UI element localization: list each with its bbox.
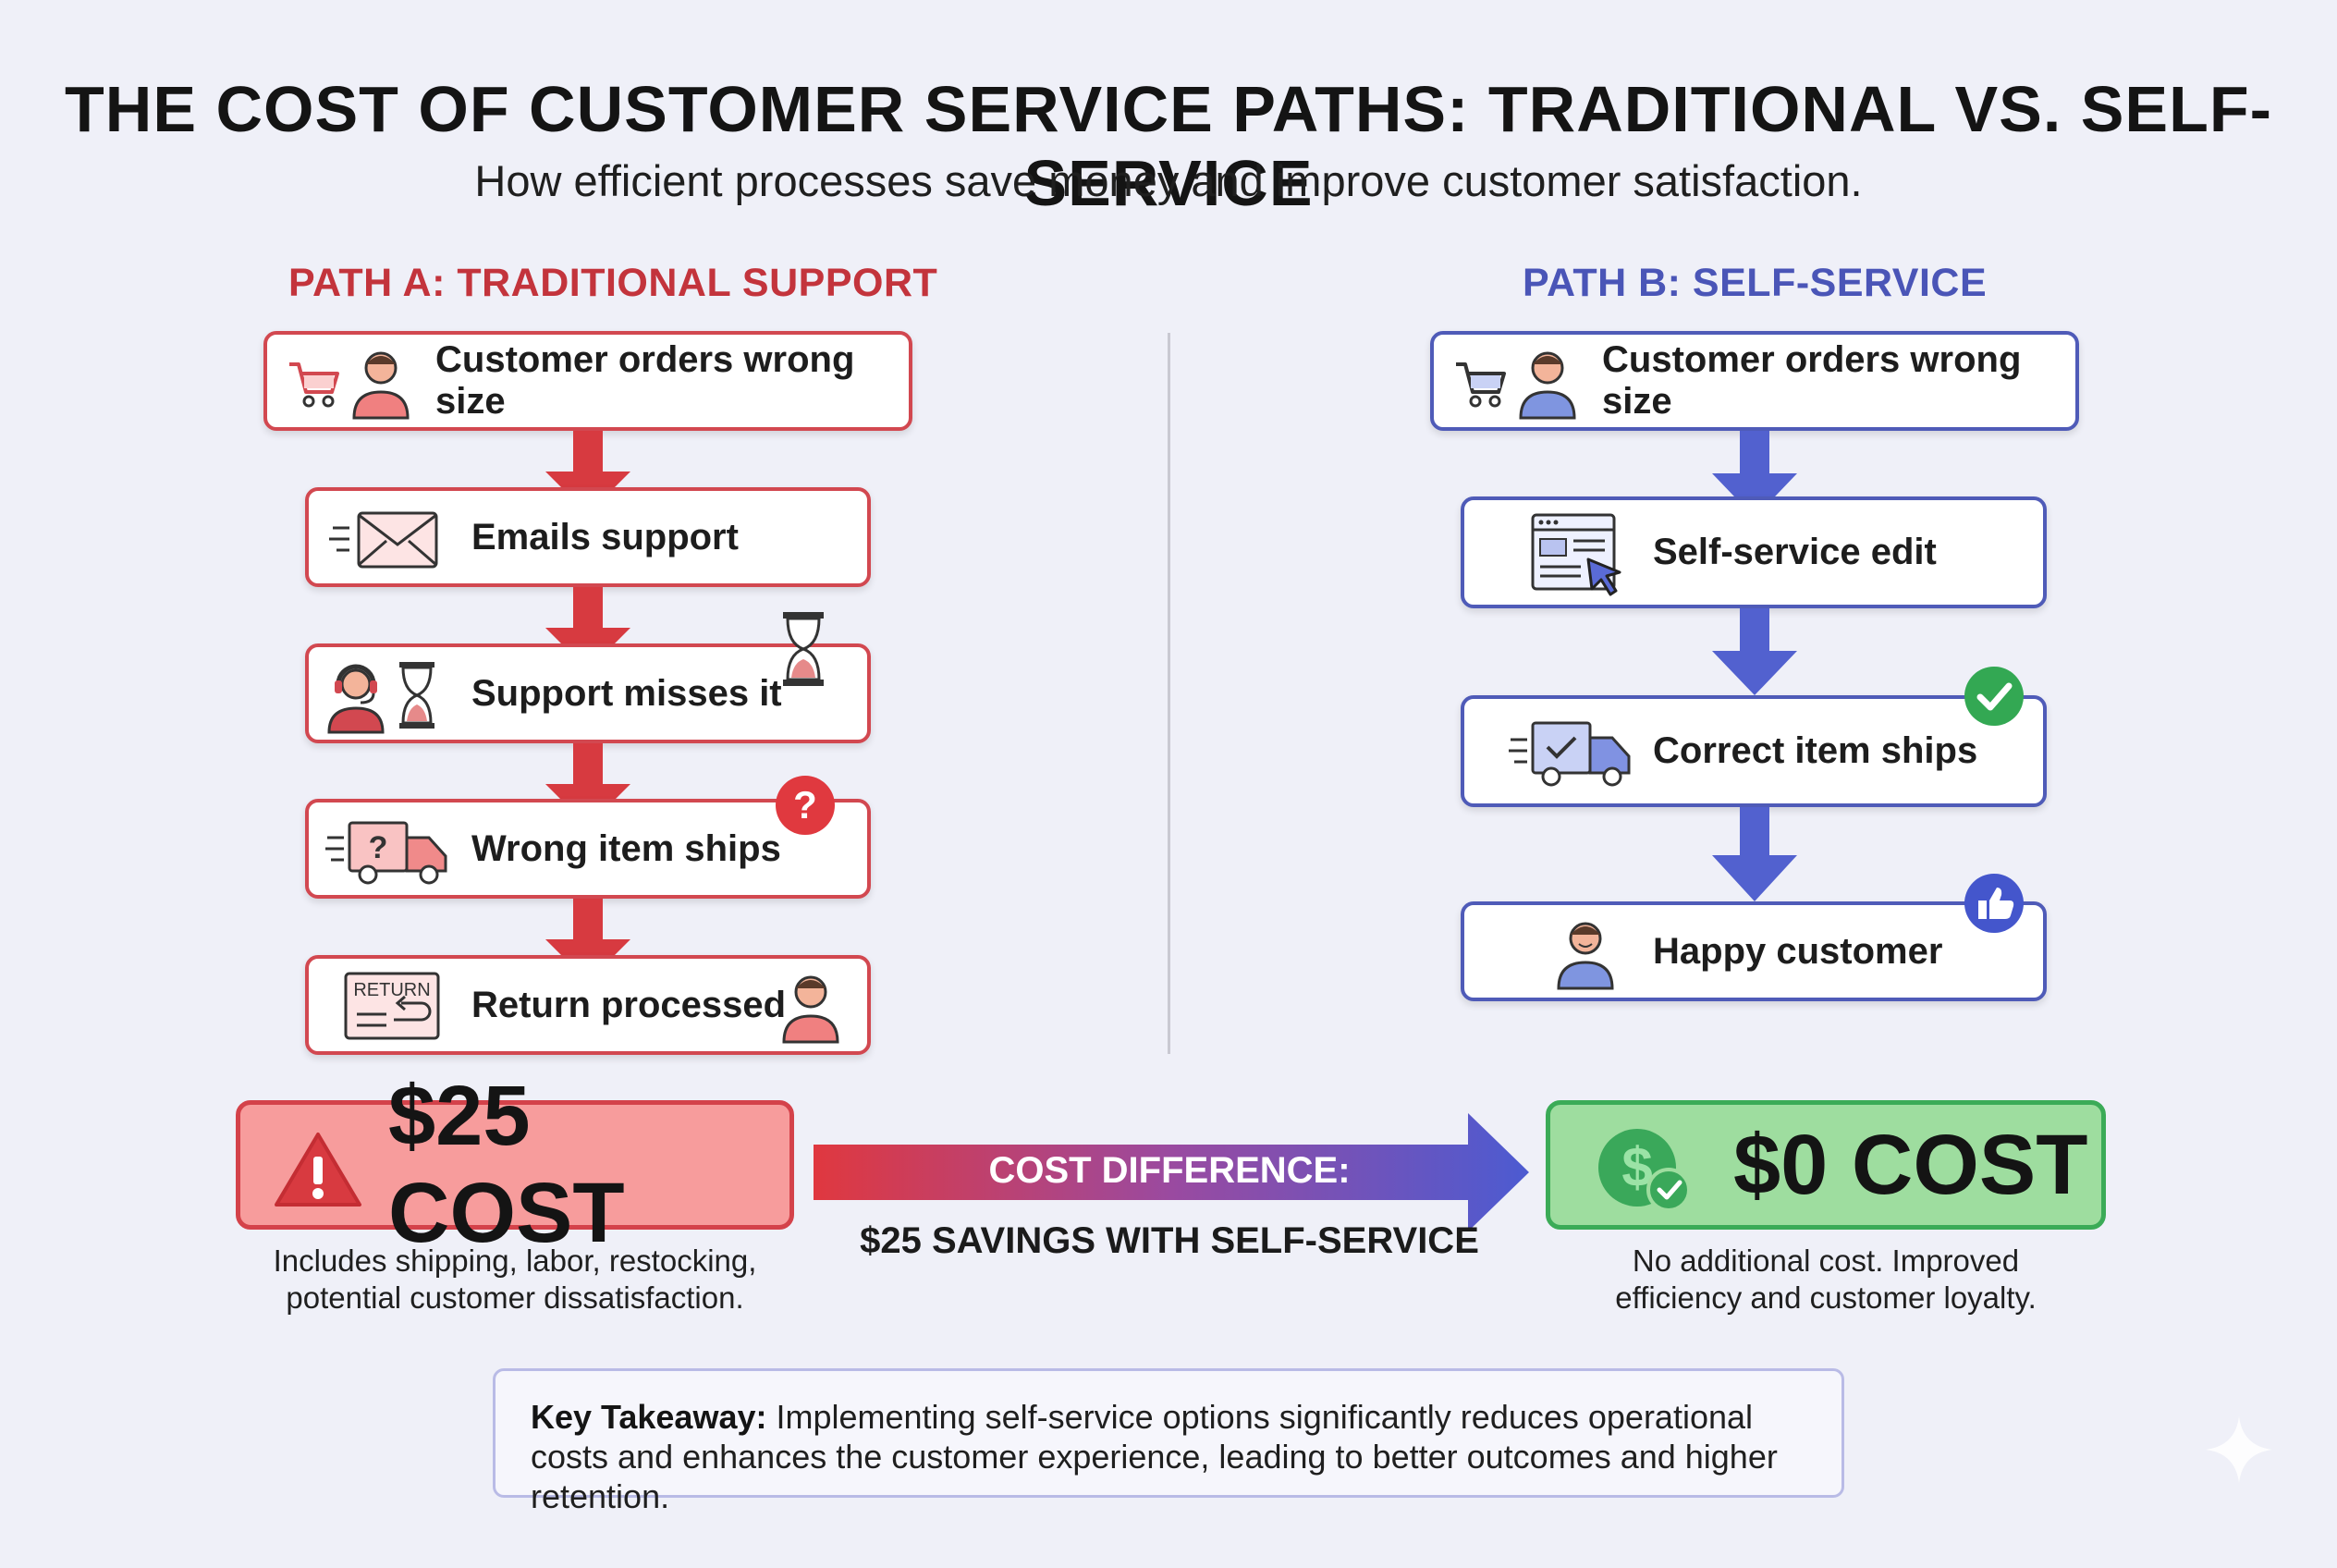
customer-avatar-icon xyxy=(778,970,843,1048)
path-a-cost-note-line2: potential customer dissatisfaction. xyxy=(286,1280,744,1315)
support-agent-icon xyxy=(325,656,386,739)
path-a-step-missed-label: Support misses it xyxy=(471,672,782,714)
path-b-step-edit-label: Self-service edit xyxy=(1653,532,1937,572)
return-tag-text: RETURN xyxy=(353,980,430,1000)
key-takeaway-body: Implementing self-service options signif… xyxy=(531,1398,1778,1515)
hourglass-icon xyxy=(396,660,438,735)
path-a-step-return-label: Return processed xyxy=(471,984,787,1025)
path-b-step-happy-label: Happy customer xyxy=(1653,930,1943,972)
return-label-icon: RETURN xyxy=(344,972,442,1047)
path-a-step-email-label: Emails support xyxy=(471,516,739,557)
path-b-heading: PATH B: SELF-SERVICE xyxy=(1523,261,1988,305)
cost-difference-label: COST DIFFERENCE: xyxy=(988,1150,1351,1191)
path-a-step-wrong-ship-label: Wrong item ships xyxy=(471,827,781,869)
warning-icon xyxy=(274,1131,362,1213)
customer-avatar-icon xyxy=(1515,346,1580,424)
customer-avatar-icon xyxy=(349,346,413,424)
cost-difference-savings: $25 SAVINGS WITH SELF-SERVICE xyxy=(860,1220,1479,1261)
path-a-arrow-1 xyxy=(542,431,634,516)
path-b-cost-note-line1: No additional cost. Improved xyxy=(1632,1243,2020,1278)
path-a-arrow-4 xyxy=(542,899,634,984)
key-takeaway-box: Key Takeaway: Implementing self-service … xyxy=(493,1368,1844,1515)
path-a-arrow-3 xyxy=(542,743,634,828)
svg-text:?: ? xyxy=(369,830,388,865)
svg-text:?: ? xyxy=(793,783,817,827)
truck-question-icon: ? xyxy=(325,817,451,892)
question-badge-icon: ? xyxy=(773,773,838,842)
path-b-arrow-1 xyxy=(1708,431,1801,520)
envelope-icon xyxy=(329,508,440,577)
browser-cursor-icon xyxy=(1531,513,1627,606)
path-b-step-order-label: Customer orders wrong size xyxy=(1602,339,2022,422)
path-a-heading: PATH A: TRADITIONAL SUPPORT xyxy=(288,261,938,305)
path-b-step-correct-ship-label: Correct item ships xyxy=(1653,730,1978,771)
happy-customer-avatar-icon xyxy=(1553,916,1618,995)
path-b-arrow-3 xyxy=(1708,807,1801,903)
path-b-step-happy: Happy customer xyxy=(1461,901,2047,1001)
path-b-cost-box: $ $0 COST xyxy=(1546,1100,2106,1230)
key-takeaway-lead: Key Takeaway: xyxy=(531,1398,767,1436)
path-b-cost-note-line2: efficiency and customer loyalty. xyxy=(1615,1280,2037,1315)
path-a-cost: $25 COST xyxy=(388,1069,625,1260)
path-a-step-order-label: Customer orders wrong size xyxy=(435,339,855,422)
thumbs-up-badge-icon xyxy=(1962,871,2026,940)
path-a-step-wrong-ship: ? Wrong item ships xyxy=(305,799,871,899)
path-b-step-edit: Self-service edit xyxy=(1461,496,2047,608)
path-b-cost-note: No additional cost. Improved efficiency … xyxy=(1546,1243,2106,1317)
path-a-cost-box: $25 COST xyxy=(236,1069,794,1260)
page-title: THE COST OF CUSTOMER SERVICE PATHS: TRAD… xyxy=(65,73,2272,219)
path-a-cost-note-line1: Includes shipping, labor, restocking, xyxy=(273,1243,757,1278)
sparkle-icon xyxy=(2204,1415,2274,1489)
page-subtitle: How efficient processes save money and i… xyxy=(474,156,1863,205)
path-b-step-correct-ship: Correct item ships xyxy=(1461,695,2047,807)
cost-difference-arrow xyxy=(814,1113,1531,1238)
cart-icon xyxy=(1452,353,1511,417)
path-a-step-return: RETURN Return processed xyxy=(305,955,871,1055)
path-b-step-order: Customer orders wrong size xyxy=(1430,331,2079,431)
path-b-arrow-2 xyxy=(1708,608,1801,697)
path-a-step-missed: Support misses it xyxy=(305,643,871,743)
path-a-step-order: Customer orders wrong size xyxy=(263,331,912,431)
check-badge-icon xyxy=(1962,664,2026,733)
dollar-check-icon: $ xyxy=(1595,1125,1693,1219)
truck-check-icon xyxy=(1509,717,1634,796)
path-a-step-email: Emails support xyxy=(305,487,871,587)
path-a-arrow-2 xyxy=(542,587,634,672)
column-divider xyxy=(1168,333,1170,1054)
hourglass-badge-icon xyxy=(779,610,827,692)
path-b-cost: $0 COST xyxy=(1733,1117,2088,1212)
cart-icon xyxy=(286,353,345,417)
path-a-cost-note: Includes shipping, labor, restocking, po… xyxy=(236,1243,794,1317)
